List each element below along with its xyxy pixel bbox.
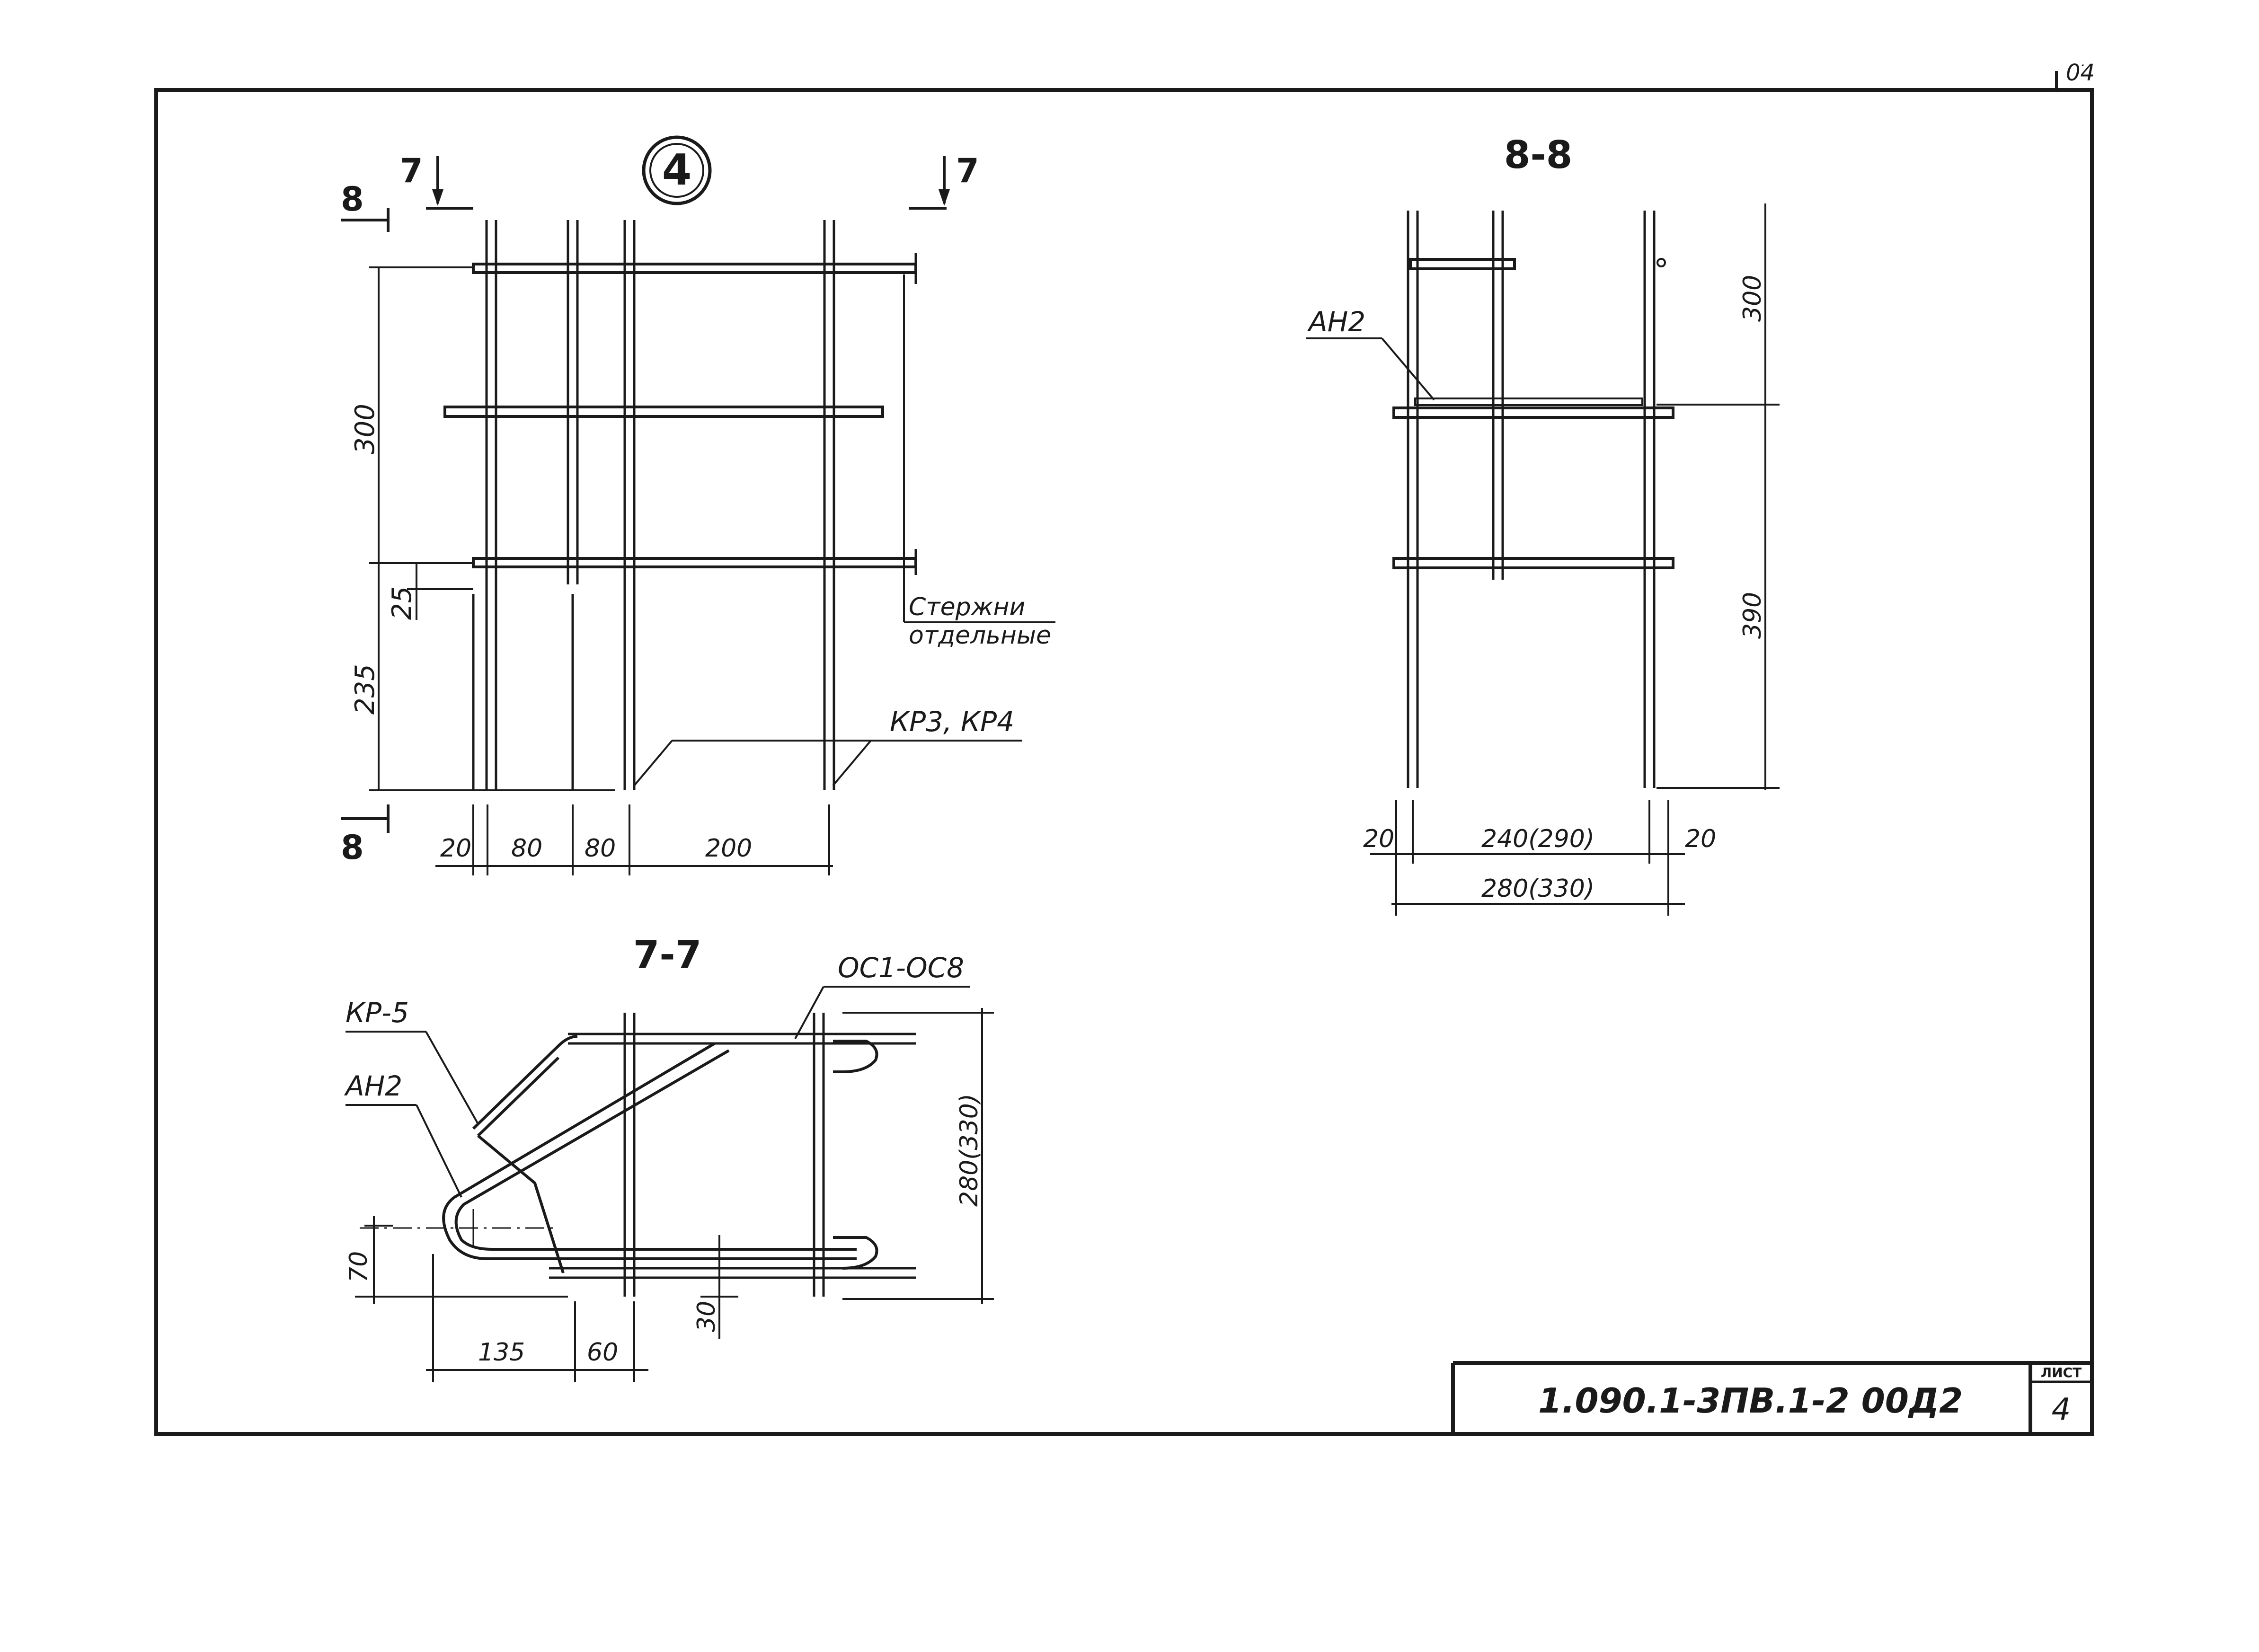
- dim-300-88: 300: [1738, 275, 1767, 322]
- drawing-code: 1.090.1-3ПВ.1-2 00Д2: [1538, 1381, 1963, 1421]
- dim-200: 200: [705, 834, 752, 863]
- corner-mark: ׁ04: [2066, 60, 2095, 86]
- dim-280-330-77: 280(330): [955, 1094, 983, 1207]
- dim-300: 300: [350, 404, 381, 454]
- node-marker-circle: [642, 135, 712, 205]
- dim-280-330: 280(330): [1481, 875, 1595, 903]
- note-bars-line2: отдельные: [909, 621, 1051, 650]
- dim-20: 20: [440, 834, 471, 863]
- sheet-number: 4: [2052, 1392, 2071, 1427]
- main-view: 4 7 7 8 8: [341, 135, 1055, 875]
- sheet-label: ЛИСТ: [2041, 1365, 2082, 1380]
- section-7-7-title: 7-7: [633, 933, 702, 977]
- dim-25: 25: [387, 586, 417, 620]
- dim-30: 30: [692, 1301, 721, 1332]
- dim-135: 135: [478, 1338, 525, 1367]
- section-8-top-label: 8: [341, 180, 364, 219]
- dim-390-88: 390: [1738, 592, 1767, 639]
- dim-80-a: 80: [511, 834, 542, 863]
- title-block: 1.090.1-3ПВ.1-2 00Д2 ЛИСТ 4: [1451, 1361, 2092, 1434]
- section-8-8-title: 8-8: [1504, 133, 1573, 177]
- note-bars-line1: Стержни: [909, 593, 1025, 621]
- dim-80-b: 80: [585, 834, 616, 863]
- label-an2-7-7: АН2: [344, 1070, 402, 1102]
- sheet-frame: [154, 88, 2094, 1436]
- section-8-bottom-label: 8: [341, 828, 364, 867]
- dim-20-88-right: 20: [1685, 825, 1716, 853]
- dim-70: 70: [345, 1251, 373, 1282]
- section-7-right-label: 7: [956, 151, 979, 190]
- section-7-7-view: 7-7 КР-5 АН2 ОС1-ОС8 280(330): [344, 933, 994, 1382]
- dim-20-88-left: 20: [1363, 825, 1394, 853]
- dim-235: 235: [350, 664, 381, 715]
- section-8-8-view: 8-8 АН2 300 390 20 240(290) 20 280(330): [1306, 133, 1780, 916]
- label-kr5: КР-5: [345, 997, 409, 1029]
- label-oc1-oc8: ОС1-ОС8: [838, 952, 964, 984]
- dim-240-290: 240(290): [1481, 825, 1595, 853]
- section-7-left-label: 7: [400, 151, 423, 190]
- dim-60: 60: [587, 1338, 618, 1367]
- node-number: 4: [662, 145, 692, 195]
- horizontal-bars: [443, 263, 917, 568]
- label-an2-8-8: АН2: [1307, 306, 1365, 338]
- label-kr3-kr4: КР3, КР4: [890, 706, 1014, 738]
- vertical-bars: [472, 220, 835, 790]
